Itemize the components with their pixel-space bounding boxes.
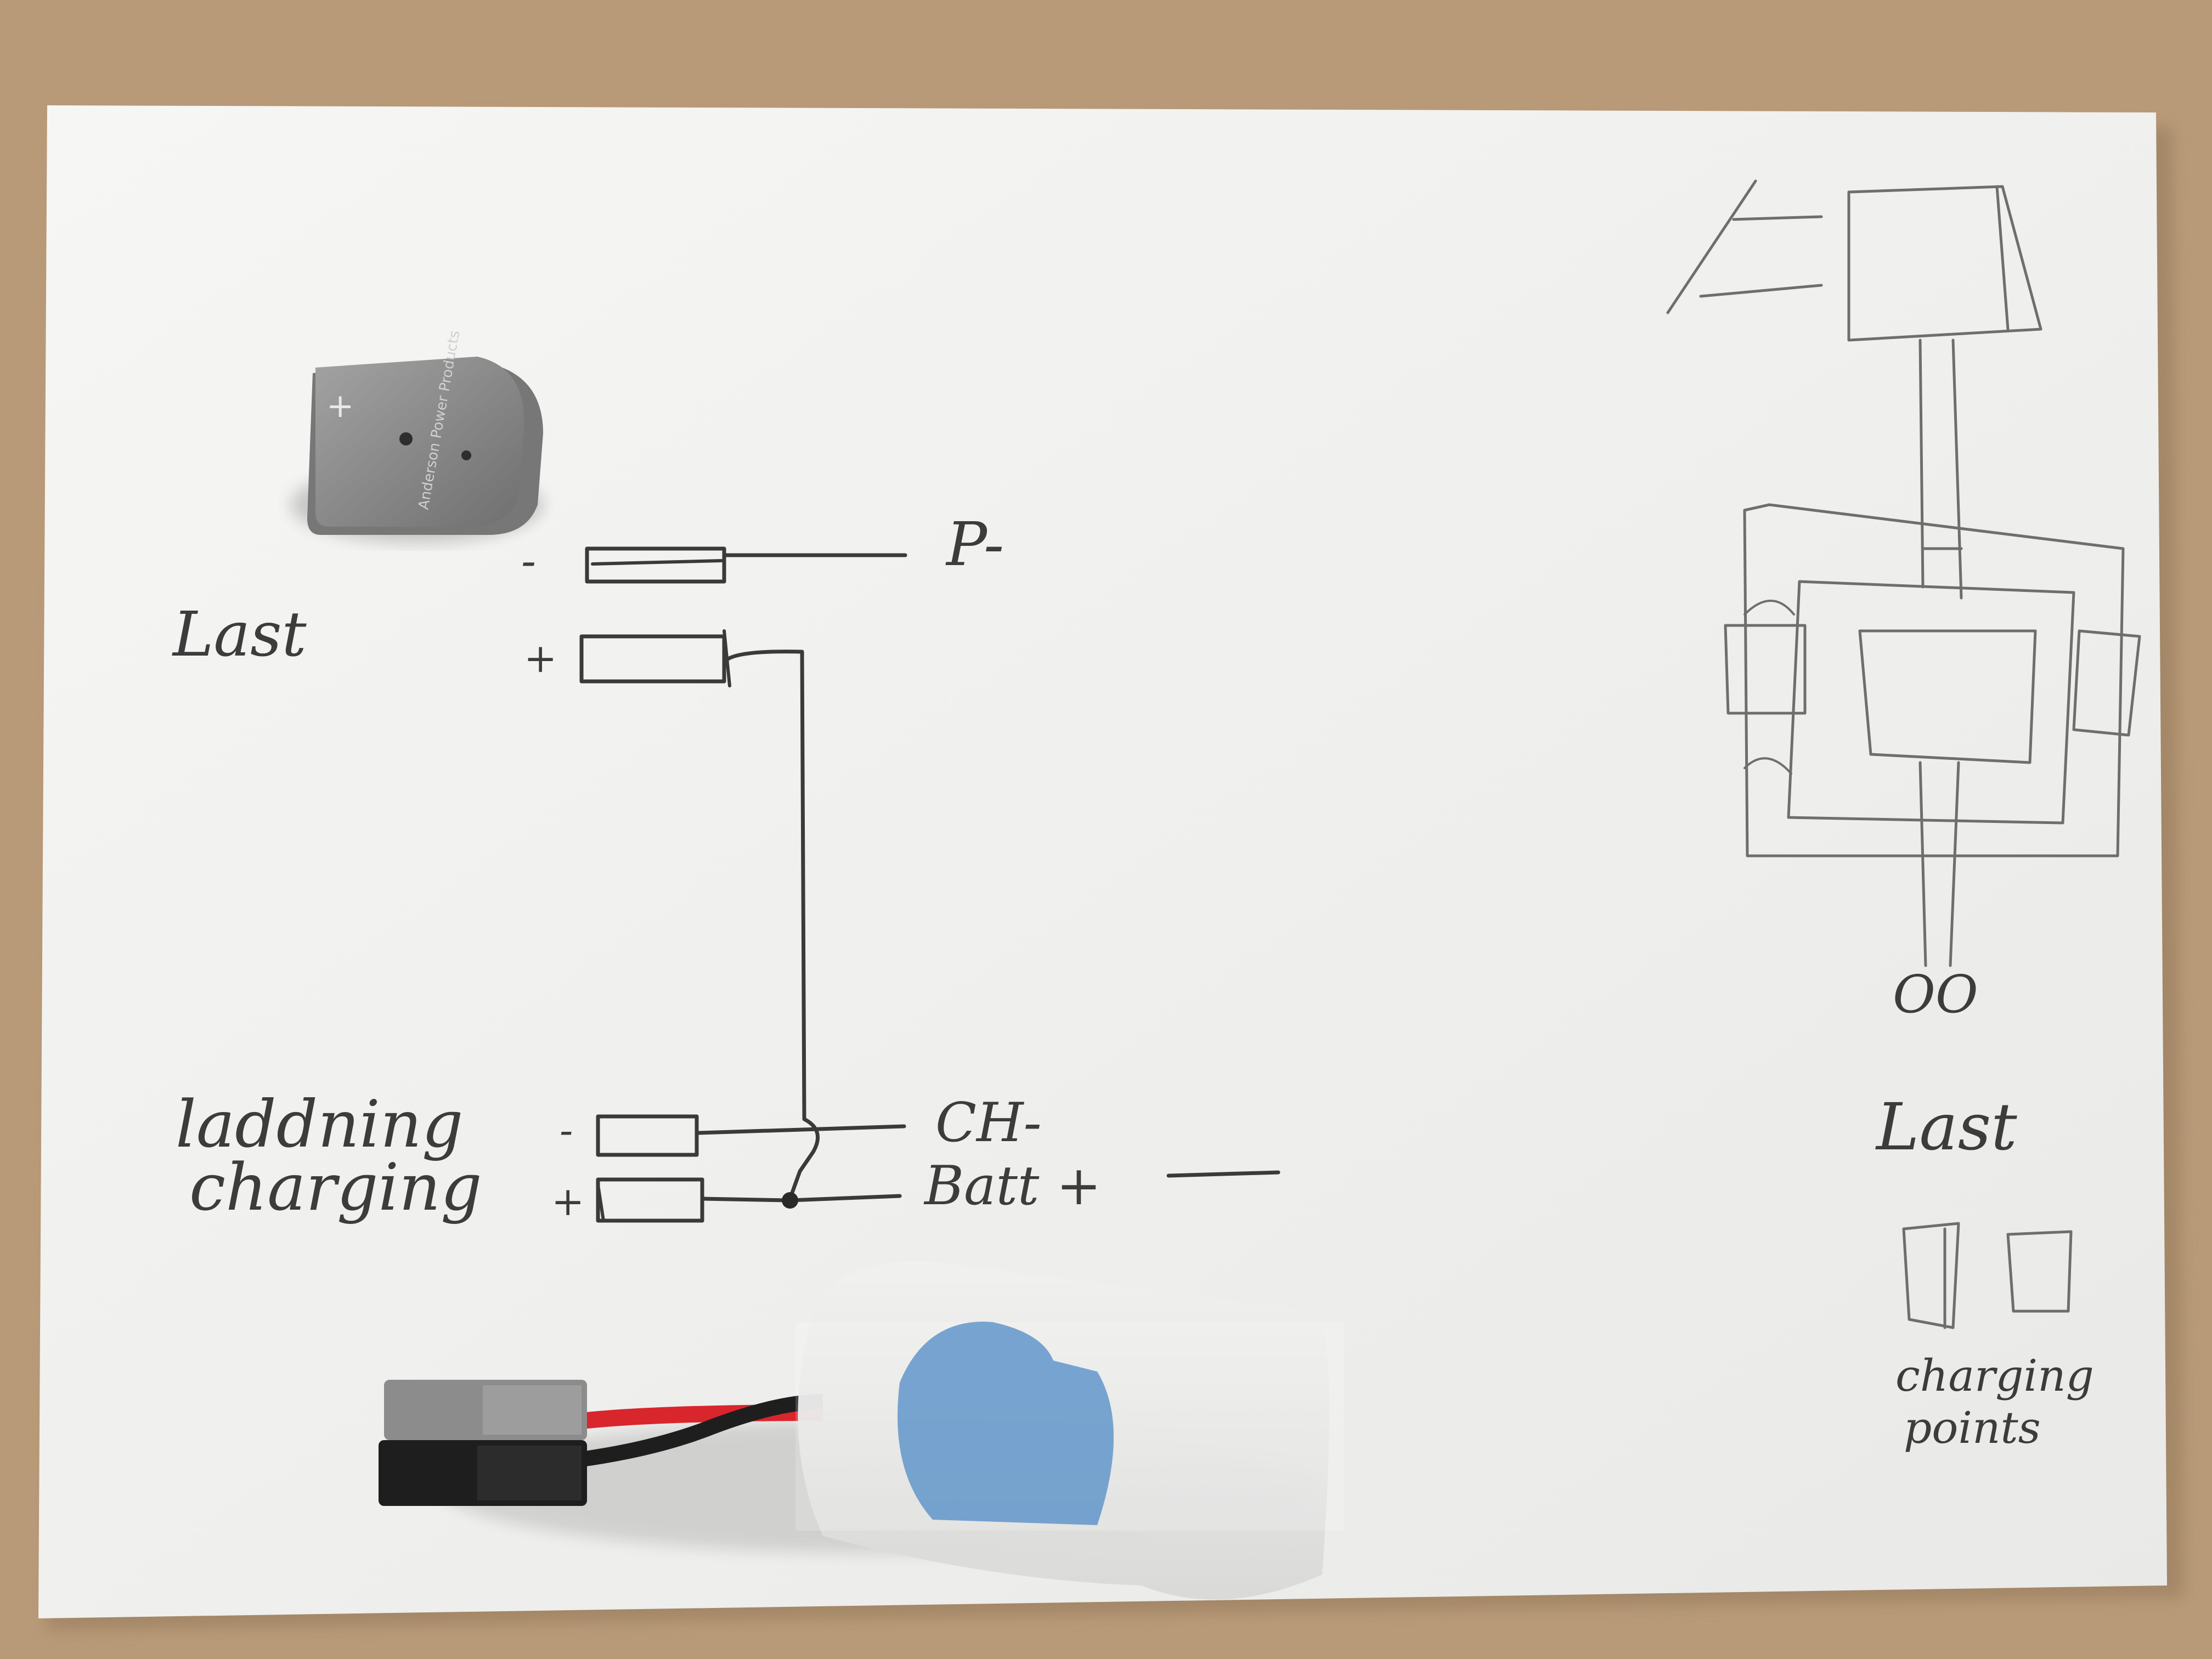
blue-component <box>898 1322 1114 1525</box>
label-charging-sv: laddning <box>176 1086 463 1162</box>
pin-bottom-plus: + <box>551 1178 584 1224</box>
right-block <box>2072 629 2141 737</box>
pin-top-minus: - <box>521 535 536 586</box>
paper-sheet <box>38 105 2183 1630</box>
load-plus-wire <box>723 650 820 1201</box>
charging-point-left <box>1902 1222 1960 1329</box>
pin-top-plus: + <box>524 635 557 681</box>
load-minus-terminal <box>585 546 726 584</box>
charging-point-right <box>2006 1230 2073 1313</box>
schematic-ink: Last - + P- laddning charging - + CH- Ba… <box>172 509 1280 1225</box>
pencil-sketch: OO Last charging points <box>1666 179 2141 1453</box>
load-plus-terminal <box>579 634 726 684</box>
left-block <box>1724 624 1807 715</box>
label-load-right: Last <box>1875 1089 2017 1165</box>
label-p-minus: P- <box>945 509 1004 579</box>
ch-minus-wire <box>697 1124 906 1135</box>
label-oo: OO <box>1893 964 1978 1025</box>
cap-face <box>315 357 524 527</box>
pad-top <box>1847 185 2042 342</box>
label-points-right: points <box>1904 1402 2041 1453</box>
cable-assembly <box>379 1261 1344 1600</box>
junction-dot <box>782 1192 798 1209</box>
wire-black <box>580 1394 823 1467</box>
wire-red <box>580 1404 823 1429</box>
label-charging-en: charging <box>189 1149 482 1225</box>
label-charging-right: charging <box>1895 1350 2094 1401</box>
label-batt-plus: Batt + <box>923 1155 1101 1217</box>
label-ch-minus: CH- <box>935 1092 1042 1154</box>
cap-plus-symbol: + <box>326 387 354 425</box>
stray-dash <box>1166 1170 1280 1178</box>
charge-minus-terminal <box>596 1114 699 1157</box>
label-load: Last <box>172 599 307 670</box>
pin-bottom-minus: - <box>560 1107 573 1153</box>
center-block <box>1858 629 2037 764</box>
connector-cap: + Anderson Power Products <box>291 329 543 543</box>
